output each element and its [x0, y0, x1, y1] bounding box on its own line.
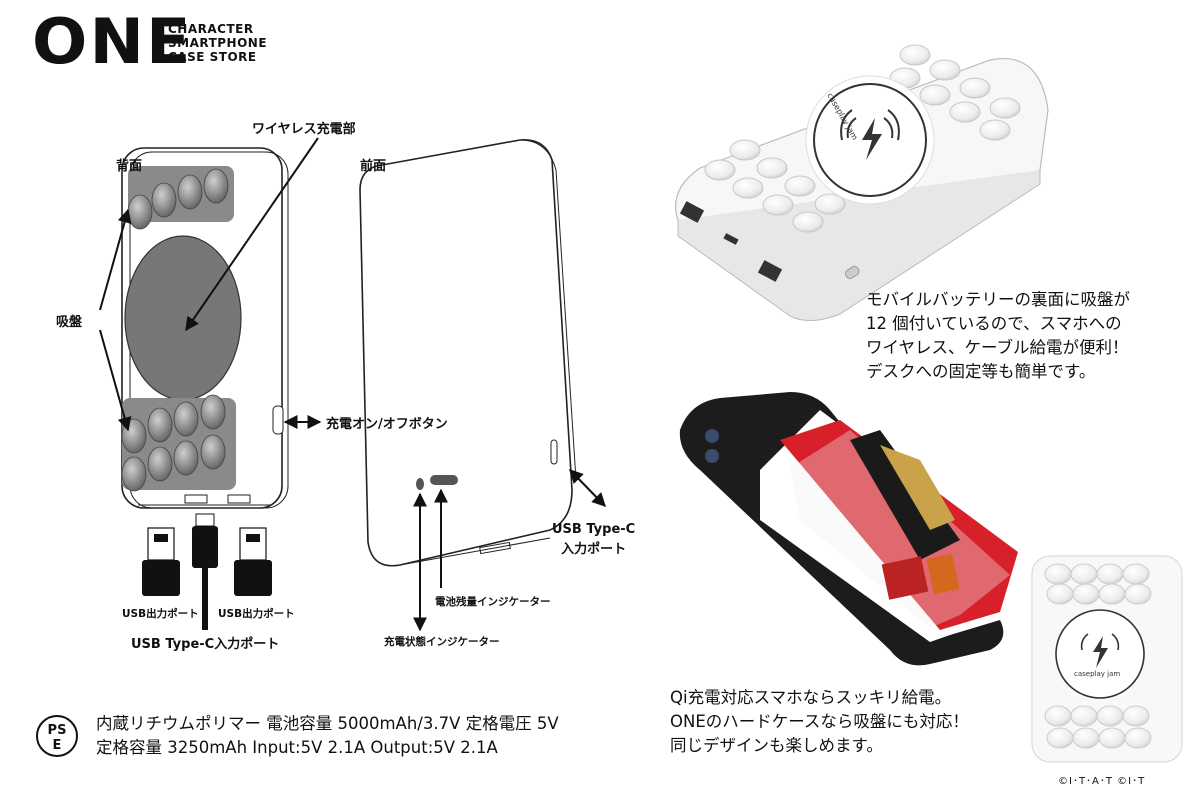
svg-text:PS: PS — [48, 723, 67, 738]
usbc-input-label-line: 入力ポート — [561, 542, 627, 557]
description-line: ワイヤレス、ケーブル給電が便利！ — [866, 338, 1129, 357]
top-photo-description: モバイルバッテリーの裏面に吸盤が 12 個付いているので、スマホへの ワイヤレス… — [866, 288, 1130, 384]
back-view-device — [121, 147, 289, 509]
description-line: モバイルバッテリーの裏面に吸盤が — [866, 290, 1130, 309]
front-view-device — [359, 139, 577, 567]
front-view-label: 前面 — [360, 159, 387, 174]
spec-line: 内蔵リチウムポリマー 電池容量 5000mAh/3.7V 定格電圧 5V — [96, 714, 559, 733]
usb-cables — [142, 513, 272, 630]
charge-indicator-label: 充電状態インジケーター — [384, 636, 500, 648]
copyright-text: ©I･T･A･T ©I･T — [1058, 776, 1146, 787]
logo-tagline-line: CHARACTER — [168, 22, 254, 36]
pse-mark-icon: PS E — [36, 715, 78, 757]
description-line: 12 個付いているので、スマホへの — [866, 314, 1122, 333]
product-photo-phone — [679, 392, 1020, 666]
usbc-input-label-line: USB Type-C — [552, 522, 636, 537]
suction-cup-label: 吸盤 — [56, 315, 83, 330]
description-line: 同じデザインも楽しめます。 — [670, 736, 883, 755]
description-line: デスクへの固定等も簡単です。 — [866, 362, 1096, 381]
spec-line: 定格容量 3250mAh Input:5V 2.1A Output:5V 2.1… — [96, 738, 498, 757]
back-view-label: 背面 — [116, 159, 143, 174]
battery-indicator-label: 電池残量インジケーター — [435, 596, 551, 608]
usb-output-left-label: USB出力ポート — [122, 608, 199, 620]
product-photo-top — [675, 44, 1049, 321]
product-photo-small — [1031, 555, 1183, 763]
logo-tagline-line: SMARTPHONE — [168, 36, 268, 50]
power-button-label: 充電オン/オフボタン — [326, 417, 448, 432]
bottom-photo-description: Qi充電対応スマホならスッキリ給電。 ONEのハードケースなら吸盤にも対応！ 同… — [670, 686, 969, 758]
callout-arrows — [99, 137, 606, 632]
usbc-input-label: USB Type-C 入力ポート — [552, 520, 635, 560]
wireless-charging-label: ワイヤレス充電部 — [252, 122, 356, 137]
spec-text: 内蔵リチウムポリマー 電池容量 5000mAh/3.7V 定格電圧 5V 定格容… — [96, 712, 559, 760]
usbc-bottom-label: USB Type-C入力ポート — [131, 637, 280, 652]
logo-tagline-line: CASE STORE — [168, 50, 257, 64]
description-line: ONEのハードケースなら吸盤にも対応！ — [670, 712, 969, 731]
svg-text:E: E — [53, 738, 62, 753]
description-line: Qi充電対応スマホならスッキリ給電。 — [670, 688, 952, 707]
logo-tagline: CHARACTER SMARTPHONE CASE STORE — [168, 22, 267, 64]
usb-output-right-label: USB出力ポート — [218, 608, 295, 620]
small-photo-brand-text: caseplay jam — [1074, 670, 1121, 678]
logo-wordmark: ONE — [32, 5, 193, 78]
